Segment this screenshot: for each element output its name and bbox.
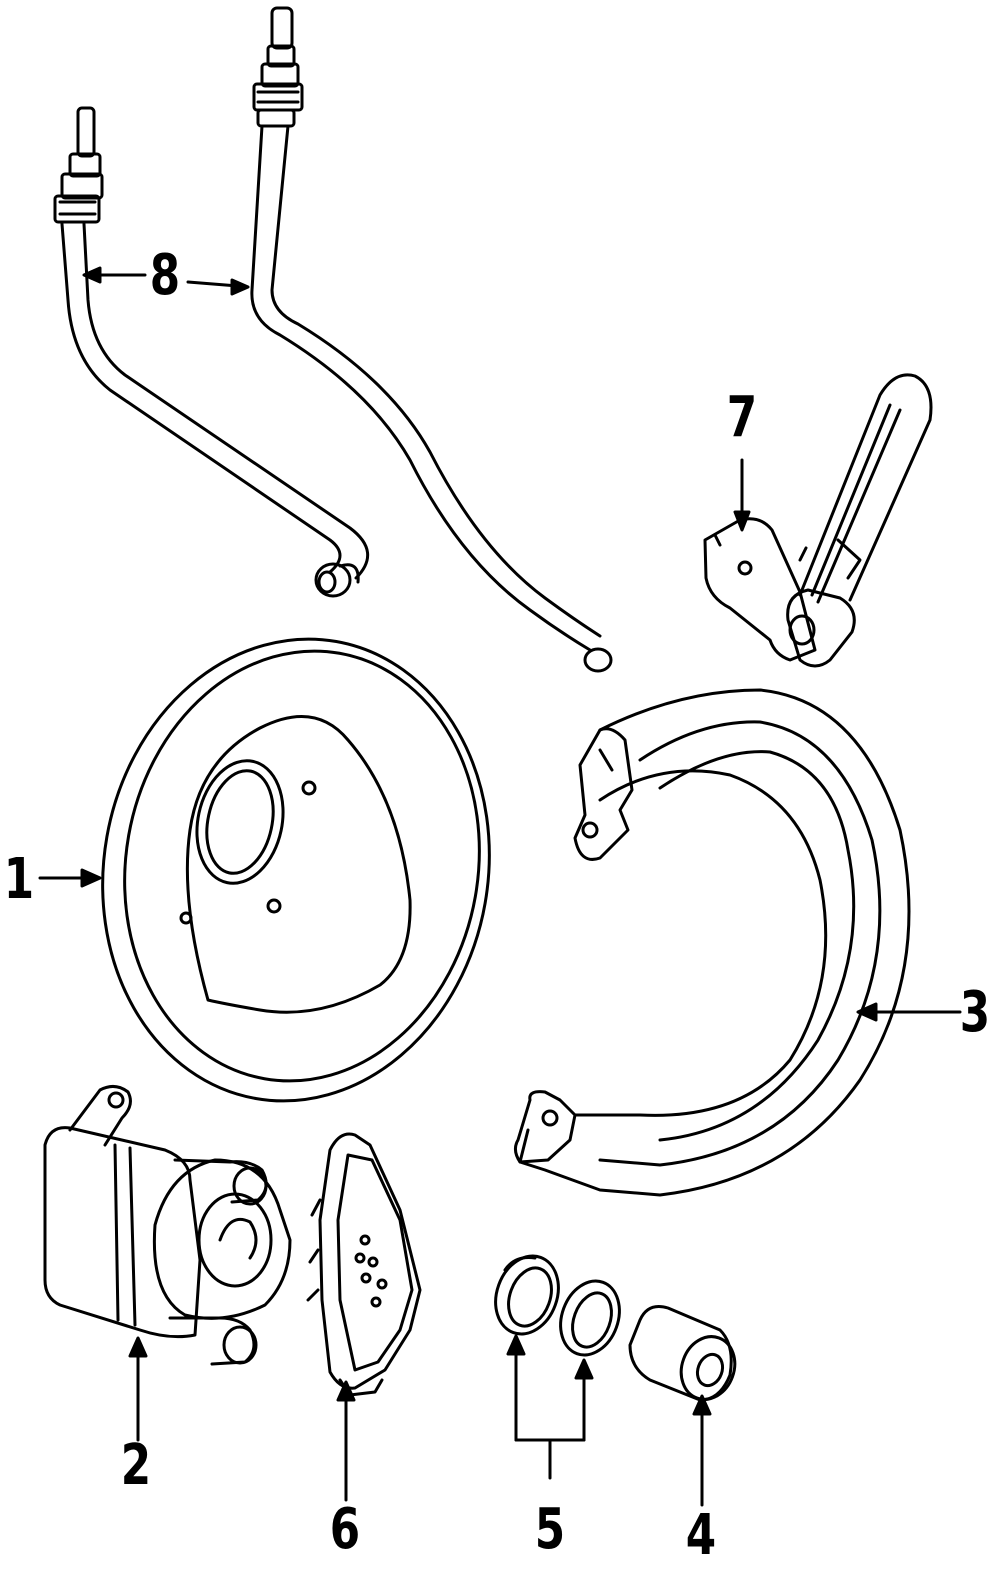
callout-7: 7: [726, 385, 758, 450]
shield-bottom-tab: [515, 1092, 575, 1162]
caliper-bracket-ear: [70, 1086, 130, 1145]
seal-outer-2: [551, 1273, 630, 1364]
callout-3: 3: [959, 980, 991, 1045]
part-8-leaders: [84, 268, 248, 294]
part-4-piston: [630, 1307, 743, 1506]
left-hose-fitting: [55, 108, 102, 222]
shield-top-tab: [575, 729, 632, 860]
rotor-outer: [67, 608, 526, 1132]
part-3-splash-shield: [515, 690, 960, 1195]
left-hose-tube: [62, 224, 340, 572]
callout-5: 5: [534, 1497, 566, 1562]
part-7-hose-bracket: [705, 375, 931, 666]
callout-1: 1: [3, 847, 35, 912]
part-5-seals: [485, 1247, 629, 1478]
piston-body: [630, 1307, 731, 1401]
rotor-inner-edge: [91, 623, 513, 1110]
rotor-hat: [187, 716, 410, 1012]
shield-outer: [520, 690, 909, 1195]
shield-inner-edge: [575, 771, 826, 1115]
caliper-body: [45, 1128, 200, 1337]
part-1-brake-rotor: [40, 608, 525, 1132]
callout-8: 8: [149, 243, 181, 308]
left-hose-end: [316, 564, 358, 596]
right-hose-tube-edge: [272, 126, 600, 636]
part-6-brake-pad: [308, 1134, 420, 1500]
pad-backing: [320, 1134, 420, 1388]
right-hose-end: [585, 649, 611, 671]
callout-4: 4: [685, 1503, 717, 1568]
right-hose-tube: [252, 126, 590, 650]
left-hose-tube-edge: [84, 224, 368, 578]
callout-2: 2: [120, 1433, 152, 1498]
seal-outer-1: [485, 1247, 569, 1343]
bracket-hose-end: [788, 590, 855, 666]
callout-6: 6: [329, 1497, 361, 1562]
pad-friction: [338, 1155, 412, 1370]
caliper-lower-pin: [170, 1318, 254, 1364]
bracket-plate: [705, 519, 815, 660]
part-8-brake-hoses: [55, 8, 611, 671]
rotor-hub-bore: [186, 753, 294, 892]
bracket-hose: [800, 375, 931, 600]
part-2-caliper: [45, 1086, 290, 1440]
right-hose-fitting: [254, 8, 302, 126]
